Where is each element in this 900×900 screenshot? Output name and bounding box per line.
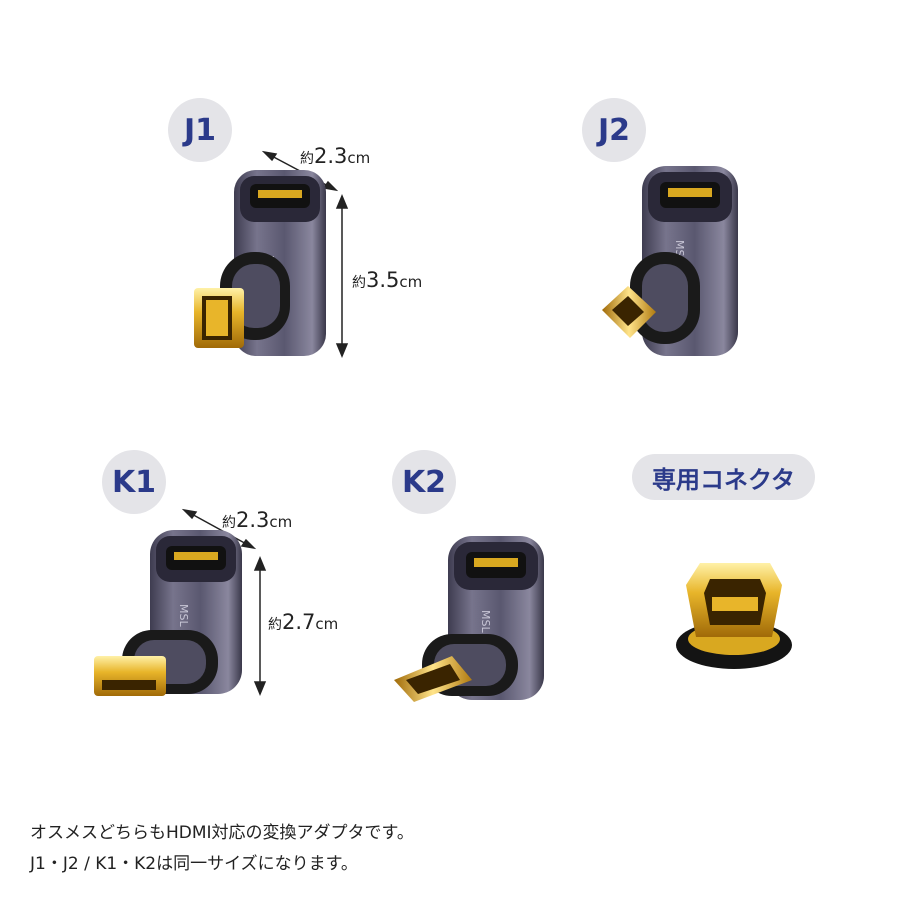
adapter-j1-image: MSL	[194, 150, 349, 358]
k1-width-dimension: 約2.3cm	[222, 508, 293, 532]
label-j2-text: J2	[597, 112, 631, 148]
k1-height-dimension: 約2.7cm	[268, 610, 339, 634]
label-connector: 専用コネクタ	[632, 454, 816, 500]
label-connector-text: 専用コネクタ	[652, 465, 796, 494]
svg-text:MSL: MSL	[479, 610, 492, 633]
j1-width-dimension: 約2.3cm	[300, 144, 371, 168]
label-j1: J1	[168, 98, 232, 162]
caption-line-1: オスメスどちらもHDMI対応の変換アダプタです。	[30, 823, 414, 843]
adapter-k1-image: MSL	[94, 508, 267, 696]
label-k2-text: K2	[401, 464, 447, 500]
j1-height-dimension: 約3.5cm	[352, 268, 423, 292]
description-caption: オスメスどちらもHDMI対応の変換アダプタです。 J1・J2 / K1・K2は同…	[30, 818, 414, 880]
caption-line-2: J1・J2 / K1・K2は同一サイズになります。	[30, 854, 358, 874]
connector-image	[676, 563, 792, 669]
k1-height-arrow	[253, 556, 267, 696]
label-k1: K1	[102, 450, 166, 514]
k1-width-arrow	[181, 508, 257, 550]
label-k1-text: K1	[111, 464, 157, 500]
adapter-j2-image: MSL	[602, 166, 738, 356]
svg-text:MSL: MSL	[177, 604, 190, 627]
label-k2: K2	[392, 450, 456, 514]
label-j2: J2	[582, 98, 646, 162]
j1-height-arrow	[335, 194, 349, 358]
adapter-k2-image: MSL	[394, 536, 544, 702]
label-j1-text: J1	[183, 112, 217, 148]
